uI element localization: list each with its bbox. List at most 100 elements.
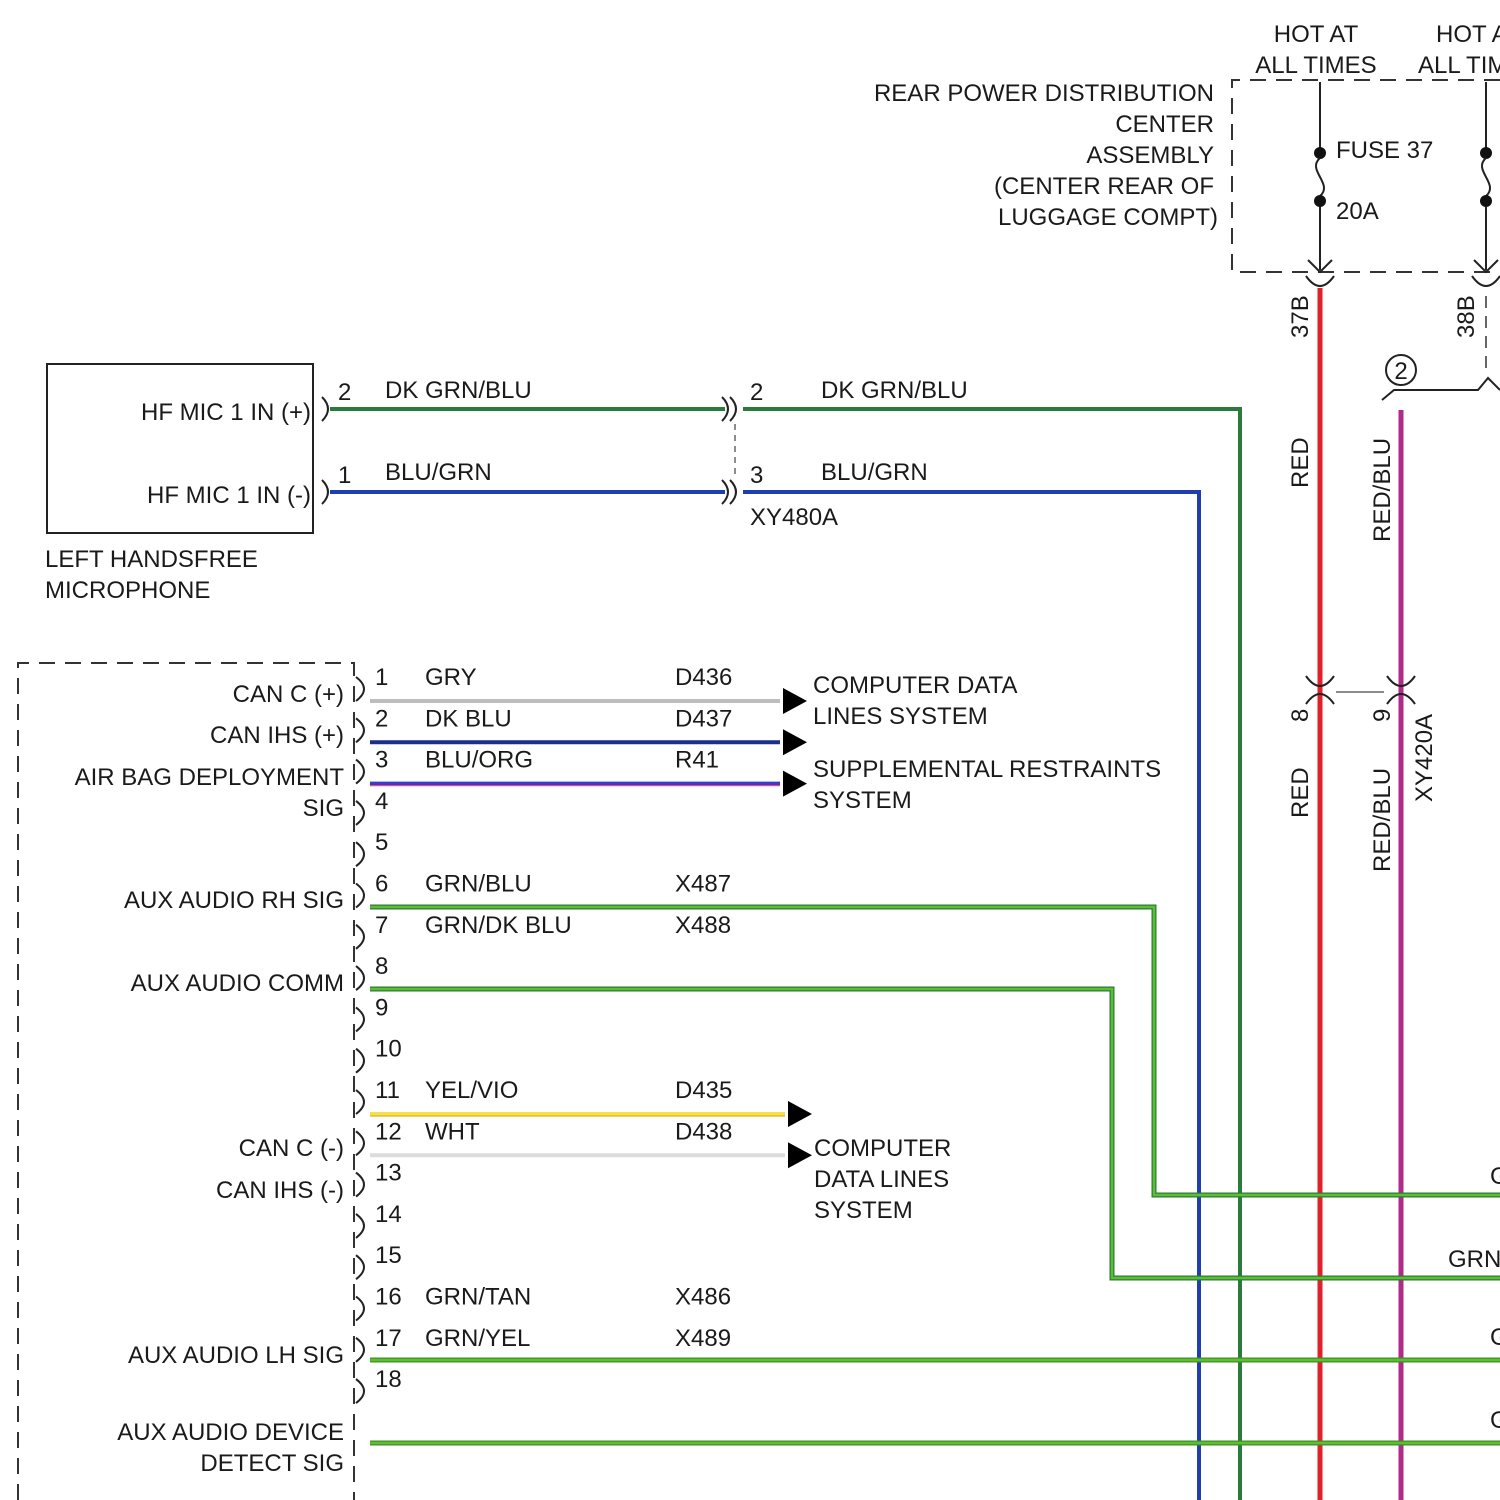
wire-red-lower-label: RED xyxy=(1287,767,1314,818)
module-pin-2-label: CAN IHS (+) xyxy=(210,722,344,749)
module-pin-16-bracket xyxy=(356,1297,364,1321)
module-pin-5-num: 5 xyxy=(375,829,388,856)
fuse-37-symbol xyxy=(1316,158,1324,196)
module-wire-7-outline xyxy=(370,989,1500,1278)
module-pin-14-num: 14 xyxy=(375,1201,402,1228)
module-pin-1-num: 1 xyxy=(375,664,388,691)
module-pin-7-wire-color: GRN/DK BLU xyxy=(425,912,572,939)
module-pin-3-bracket xyxy=(356,760,364,784)
module-pin-13-num: 13 xyxy=(375,1160,402,1187)
cav-38b-label: 38B xyxy=(1453,295,1480,338)
module-pin-17-circuit: X489 xyxy=(675,1325,731,1352)
dest-cdl-top-line2: LINES SYSTEM xyxy=(813,703,988,730)
pdc-title-line5: LUGGAGE COMPT) xyxy=(998,204,1218,231)
wire-red-blu-label: RED/BLU xyxy=(1369,438,1396,542)
module-pin-11-bracket xyxy=(356,1090,364,1114)
dest-srs-line2: SYSTEM xyxy=(813,787,912,814)
module-pin-1-wire-color: GRY xyxy=(425,664,477,691)
module-pin-14-bracket xyxy=(356,1214,364,1238)
module-pin-17-wire-color: GRN/YEL xyxy=(425,1325,530,1352)
cav-38b-bracket xyxy=(1472,276,1500,286)
pdc-boundary xyxy=(1232,80,1500,272)
module-pin-16-wire-color: GRN/TAN xyxy=(425,1284,531,1311)
hot-label-2-line2: ALL TIM xyxy=(1418,52,1500,79)
module-pin-2-bracket xyxy=(356,718,364,742)
module-pin-8-num: 8 xyxy=(375,953,388,980)
dest-cdl-bottom-line1: COMPUTER xyxy=(814,1135,951,1162)
mic-wire-pos-color: DK GRN/BLU xyxy=(385,377,532,404)
module-wire-12-arrow xyxy=(788,1142,812,1168)
cut-label-3: G xyxy=(1490,1324,1500,1351)
module-pin-16-circuit: X486 xyxy=(675,1284,731,1311)
module-pin-3-wire-color: BLU/ORG xyxy=(425,747,533,774)
module-pin-15-num: 15 xyxy=(375,1242,402,1269)
module-pin-1-circuit: D436 xyxy=(675,664,732,691)
module-pin-12-label: CAN IHS (-) xyxy=(216,1177,344,1204)
cav-37b-label: 37B xyxy=(1287,295,1314,338)
module-pin-13-bracket xyxy=(356,1173,364,1197)
module-pin-4-num: 4 xyxy=(375,788,388,815)
module-pin-16-num: 16 xyxy=(375,1284,402,1311)
module-pin-10-bracket xyxy=(356,1049,364,1073)
hot-label-1-line1: HOT AT xyxy=(1274,21,1359,48)
wire-dk-grn-blu-b xyxy=(743,409,1240,1500)
fuse-37-rating: 20A xyxy=(1336,198,1379,225)
module-pin-18-num: 18 xyxy=(375,1366,402,1393)
pdc-title-line4: (CENTER REAR OF xyxy=(994,173,1214,200)
dest-srs-line1: SUPPLEMENTAL RESTRAINTS xyxy=(813,756,1161,783)
module-pin-17-bracket xyxy=(356,1338,364,1362)
dest-cdl-bottom-line2: DATA LINES xyxy=(814,1166,949,1193)
xy420a-pin8-num: 8 xyxy=(1287,709,1314,722)
module-pin-11-label: CAN C (-) xyxy=(239,1135,344,1162)
pdc-title-line2: CENTER xyxy=(1115,111,1214,138)
module-wire-1-arrow xyxy=(783,688,807,714)
mic-wire-neg-color: BLU/GRN xyxy=(385,459,492,486)
module-pin-11-circuit: D435 xyxy=(675,1077,732,1104)
module-pin-6-bracket xyxy=(356,884,364,908)
mic-pin2-bracket xyxy=(322,397,328,421)
module-pin-7-num: 7 xyxy=(375,912,388,939)
cut-label-4: G xyxy=(1490,1407,1500,1434)
module-pin-15-bracket xyxy=(356,1255,364,1279)
wire-red-blu-lower-label: RED/BLU xyxy=(1369,768,1396,872)
module-pin-18-label: DETECT SIG xyxy=(200,1450,344,1477)
module-pin-7-label: AUX AUDIO COMM xyxy=(131,970,344,997)
module-wire-2-arrow xyxy=(783,729,807,755)
module-pin-1-bracket xyxy=(356,677,364,701)
fuse-37-name: FUSE 37 xyxy=(1336,137,1433,164)
wire-red-label: RED xyxy=(1287,437,1314,488)
module-pin-3-num: 3 xyxy=(375,747,388,774)
cut-label-1: G xyxy=(1490,1163,1500,1190)
xy480a-pin-a: 2 xyxy=(750,379,763,406)
module-pin-3-circuit: R41 xyxy=(675,747,719,774)
vertical-power-wires: RED RED/BLU 8 9 XY420A RED RED/BLU xyxy=(1287,288,1438,1500)
xy480a-pin3-right xyxy=(730,480,736,504)
module-pin-18-bracket xyxy=(356,1379,364,1403)
xy420a-connector-id: XY420A xyxy=(1411,714,1438,802)
dest-cdl-bottom-line3: SYSTEM xyxy=(814,1197,913,1224)
module-wire-11-arrow xyxy=(788,1101,812,1127)
destinations: COMPUTER DATA LINES SYSTEM SUPPLEMENTAL … xyxy=(813,672,1161,1224)
hot-label-1-line2: ALL TIMES xyxy=(1255,52,1376,79)
fuse-37-terminal-top xyxy=(1314,147,1326,159)
xy480a-wire-a-color: DK GRN/BLU xyxy=(821,377,968,404)
hot-label-2-line1: HOT A xyxy=(1436,21,1500,48)
module-pin-9-bracket xyxy=(356,1007,364,1031)
module-pin-11-wire-color: YEL/VIO xyxy=(425,1077,518,1104)
xy480a-wire-b-color: BLU/GRN xyxy=(821,459,928,486)
module-pin-6-wire-color: GRN/BLU xyxy=(425,871,532,898)
module-pin-1-label: CAN C (+) xyxy=(233,681,344,708)
module-wire-list xyxy=(370,688,1500,1443)
splice-ref-number: 2 xyxy=(1394,358,1407,385)
module-wire-7 xyxy=(370,989,1500,1278)
module-pin-6-num: 6 xyxy=(375,871,388,898)
fuse-38-symbol xyxy=(1482,158,1490,196)
module-pin-4-bracket xyxy=(356,801,364,825)
module-pin-7-circuit: X488 xyxy=(675,912,731,939)
module-pin-12-circuit: D438 xyxy=(675,1118,732,1145)
module-pin-17-num: 17 xyxy=(375,1325,402,1352)
dest-cdl-top-line1: COMPUTER DATA xyxy=(813,672,1017,699)
cav-37b-bracket xyxy=(1306,276,1334,286)
